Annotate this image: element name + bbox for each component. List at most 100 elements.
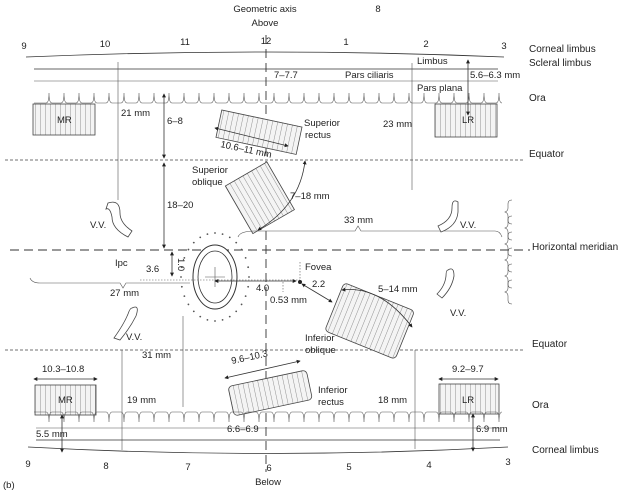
measure-2.2: 2.2 [312,279,325,290]
measure-arrow-2.2 [301,283,333,303]
clock-number: 7 [185,462,190,473]
corneal-limbus-lower-label: Corneal limbus [532,445,599,456]
limbus-label: Limbus [417,56,448,67]
disc-dot [235,241,238,244]
clock-number: 5 [346,462,351,473]
superior-rectus-width-arrow [214,126,289,148]
disc-dot [192,241,195,244]
measure-27mm: 27 mm [110,288,139,299]
ora-label: Ora [529,93,546,104]
inferior-rectus-label-2: rectus [318,397,344,408]
measure-9.2-9.7: 9.2–9.7 [452,364,484,375]
fovea-label: Fovea [305,262,332,273]
measure-23mm: 23 mm [383,119,412,130]
measure-9.6-10.3: 9.6–10.3 [230,348,268,366]
right-brace [504,263,513,289]
measure-0.53mm: 0.53 mm [270,295,307,306]
corneal-limbus-lower-line [27,446,509,454]
measure-4.0: 4.0 [256,283,269,294]
inferior-oblique-label-2: oblique [305,345,336,356]
clock-number: 3 [505,457,510,468]
disc-dot [228,236,231,239]
disc-dot [183,257,186,259]
measure-6.6-6.9: 6.6–6.9 [227,424,259,435]
equator-lower-label: Equator [532,339,568,350]
geometric-axis-label: Geometric axis [233,4,297,15]
disc-dot [240,303,243,306]
disc-dot [206,233,209,236]
lr-top-label: LR [462,115,474,126]
top-clock-numbers: 9 10 11 12 1 2 3 [21,36,506,52]
right-brace [504,199,513,225]
panel-label: (b) [3,480,15,491]
measure-5-14mm: 5–14 mm [378,284,418,295]
superior-rectus-label-1: Superior [304,118,340,129]
fovea-point [298,280,302,284]
measure-3.6: 3.6 [146,264,159,275]
clock-number: 4 [426,460,431,471]
bottom-clock-numbers: 9 8 7 6 5 4 3 [25,457,510,474]
ipc-label: Ipc [115,258,128,269]
disc-dot [228,315,231,318]
disc-dot [247,285,250,288]
clock-number: 8 [103,461,108,472]
inferior-rectus-width-arrow [224,359,301,380]
disc-dot [180,276,182,278]
disc-dot [180,266,183,269]
disc-dot [187,303,190,306]
inferior-oblique-arrow [341,287,413,328]
superior-oblique-label-1: Superior [192,165,228,176]
inferior-rectus-muscle [228,370,313,416]
measure-33mm: 33 mm [344,215,373,226]
measure-6.9mm: 6.9 mm [476,424,508,435]
measure-10.3-10.8: 10.3–10.8 [42,364,84,375]
inferior-oblique-label-1: Inferior [305,333,335,344]
right-brace [504,247,513,273]
optic-disc-inner [197,250,233,304]
disc-dot [235,310,238,313]
right-brace [504,215,513,241]
clock-number: 2 [423,39,428,50]
ora-serrata-top [34,92,503,104]
measure-21mm: 21 mm [121,108,150,119]
vortex-vein-lower-right [436,268,455,299]
clock-number: 10 [100,39,111,50]
optic-disc-dots [180,232,250,322]
disc-dot [199,315,202,318]
ora-serrata-line [34,92,503,104]
measure-6-8: 6–8 [167,116,183,127]
medial-rectus-bottom [34,384,97,416]
pars-plana-label: Pars plana [417,83,463,94]
corneal-limbus-line [25,51,505,58]
disc-dot [199,236,202,239]
disc-dot [187,248,190,251]
ora-serrata-bottom [34,411,503,423]
measure-5.5mm: 5.5 mm [36,429,68,440]
disc-dot [244,257,247,259]
disc-dot [221,318,224,321]
superior-oblique-label-2: oblique [192,177,223,188]
clock-number: 1 [343,37,348,48]
disc-dot [180,285,183,288]
disc-dot [221,233,224,236]
brace-27mm [29,277,190,289]
disc-dot [214,320,216,322]
medial-rectus-top [32,103,96,136]
below-label: Below [255,477,281,488]
measure-18mm: 18 mm [378,395,407,406]
disc-dot [240,248,243,251]
vortex-vein-lower-left [113,306,138,341]
disc-dot [248,276,250,278]
superior-oblique-muscle [224,161,295,235]
disc-dot [214,232,216,234]
disc-dot [192,310,195,313]
measure-5.6-6.3: 5.6–6.3 mm [470,70,520,81]
measure-31mm: 31 mm [142,350,171,361]
clock-number: 9 [21,41,26,52]
vv-label: V.V. [126,332,142,343]
clock-number: 6 [266,463,271,474]
horizontal-meridian-label: Horizontal meridian [532,242,618,253]
above-label: Above [252,18,279,29]
ora-lower-label: Ora [532,400,549,411]
